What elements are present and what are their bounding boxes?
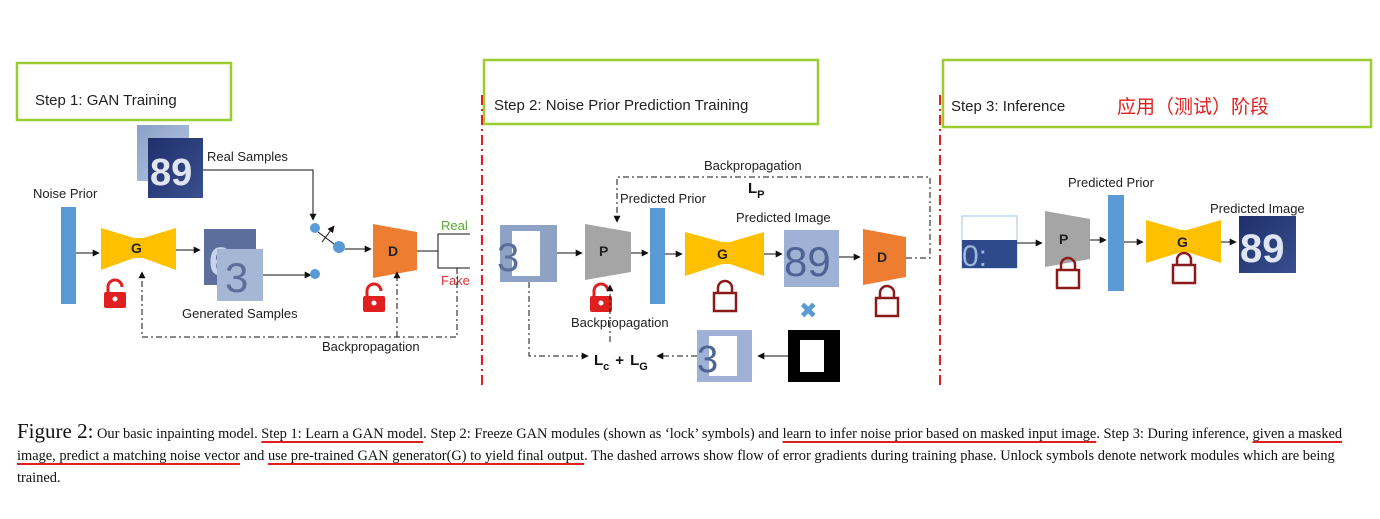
noise-prior-bar	[61, 207, 76, 304]
caption-underline-1: Step 1: Learn a GAN model	[261, 426, 424, 442]
discriminator-label: D	[388, 243, 398, 259]
caption-underline-4: use pre-trained GAN generator(G) to yiel…	[267, 448, 585, 464]
predicted-image-step2	[784, 230, 839, 287]
predictor-block-step3	[1045, 211, 1090, 267]
step1-frame	[15, 61, 233, 122]
masked-input-digit: 3	[497, 236, 519, 280]
switch-node-out	[333, 241, 345, 253]
real-samples-label: Real Samples	[207, 149, 288, 164]
cross-icon: ✖	[799, 298, 817, 323]
predicted-image-label-step3: Predicted Image	[1210, 201, 1305, 216]
generated-sample-image	[217, 249, 263, 301]
caption-text-4: and	[239, 448, 268, 464]
svg-text:0:: 0:	[962, 240, 987, 273]
generator-label: G	[131, 240, 142, 256]
generator-label-step2: G	[717, 246, 728, 262]
step3-title: Step 3: Inference	[951, 98, 1065, 115]
predicted-digits-step3: 89	[1240, 227, 1285, 271]
discriminator-label-step2: D	[877, 249, 887, 265]
discriminator-block	[373, 224, 417, 278]
step2-title: Step 2: Noise Prior Prediction Training	[494, 97, 748, 114]
backprop-label-step2-bottom: Backpropagation	[571, 315, 669, 330]
lock-icon	[1171, 251, 1197, 285]
generator-block	[101, 228, 176, 270]
predictor-label-step3: P	[1059, 231, 1068, 247]
predicted-prior-label-step2: Predicted Prior	[620, 191, 707, 206]
step1-title: Step 1: GAN Training	[35, 92, 177, 109]
unlock-icon	[363, 282, 385, 312]
caption-underline-2: learn to infer noise prior based on mask…	[782, 426, 1097, 442]
loss-c-plus-g: Lc+LG	[594, 352, 648, 373]
caption-text-5: . The dashed arrows show flow of error g…	[17, 448, 1335, 486]
lock-icon	[1055, 256, 1081, 290]
real-sample-digits: 89	[150, 152, 192, 194]
predicted-prior-label-step3: Predicted Prior	[1068, 175, 1155, 190]
fake-label: Fake	[441, 273, 470, 288]
backprop-path-step1	[138, 268, 458, 338]
caption-text-1: Our basic inpainting model.	[93, 426, 262, 442]
backprop-path-step2-bottom	[528, 282, 589, 360]
real-sample-image	[148, 138, 203, 198]
step2-frame	[482, 58, 820, 126]
generated-samples-label: Generated Samples	[182, 306, 298, 321]
predicted-image-label-step2: Predicted Image	[736, 210, 831, 225]
lock-icon	[712, 279, 738, 313]
generator-label-step3: G	[1177, 234, 1188, 250]
predicted-image-step3	[1239, 216, 1296, 273]
backprop-label-step2-top: Backpropagation	[704, 158, 802, 173]
predictor-label: P	[599, 243, 608, 259]
step3-frame	[941, 58, 1373, 129]
switch-node-top	[310, 223, 320, 233]
figure-label: Figure 2:	[17, 419, 94, 443]
noise-prior-label: Noise Prior	[33, 186, 98, 201]
chinese-note: 应用（测试）阶段	[1117, 96, 1269, 118]
loss-p: LP	[748, 180, 765, 201]
discriminator-block-step2	[863, 229, 906, 285]
predicted-prior-bar-step3	[1108, 195, 1124, 291]
predicted-digits-step2: 89	[784, 238, 831, 285]
predictor-block	[585, 224, 631, 280]
caption-text-3: . Step 3: During inference,	[1096, 426, 1253, 442]
caption-text-2: . Step 2: Freeze GAN modules (shown as ‘…	[423, 426, 783, 442]
unlock-icon	[104, 278, 126, 308]
generated-sample-digit: 3	[225, 254, 248, 301]
unlock-icon	[590, 282, 612, 312]
generator-block-step3	[1146, 220, 1221, 263]
caption-underline-3: given a masked image, predict a matching…	[17, 426, 1343, 464]
real-label: Real	[441, 218, 468, 233]
generator-block-step2	[685, 232, 764, 276]
predicted-prior-bar-step2	[650, 208, 665, 304]
backprop-path-step2-top	[613, 176, 931, 259]
switch-node-bottom	[310, 269, 320, 279]
backprop-label-step1: Backpropagation	[322, 339, 420, 354]
figure-caption: Figure 2: Our basic inpainting model. St…	[17, 420, 1362, 489]
lock-icon	[874, 284, 900, 318]
svg-text:3: 3	[697, 339, 718, 381]
